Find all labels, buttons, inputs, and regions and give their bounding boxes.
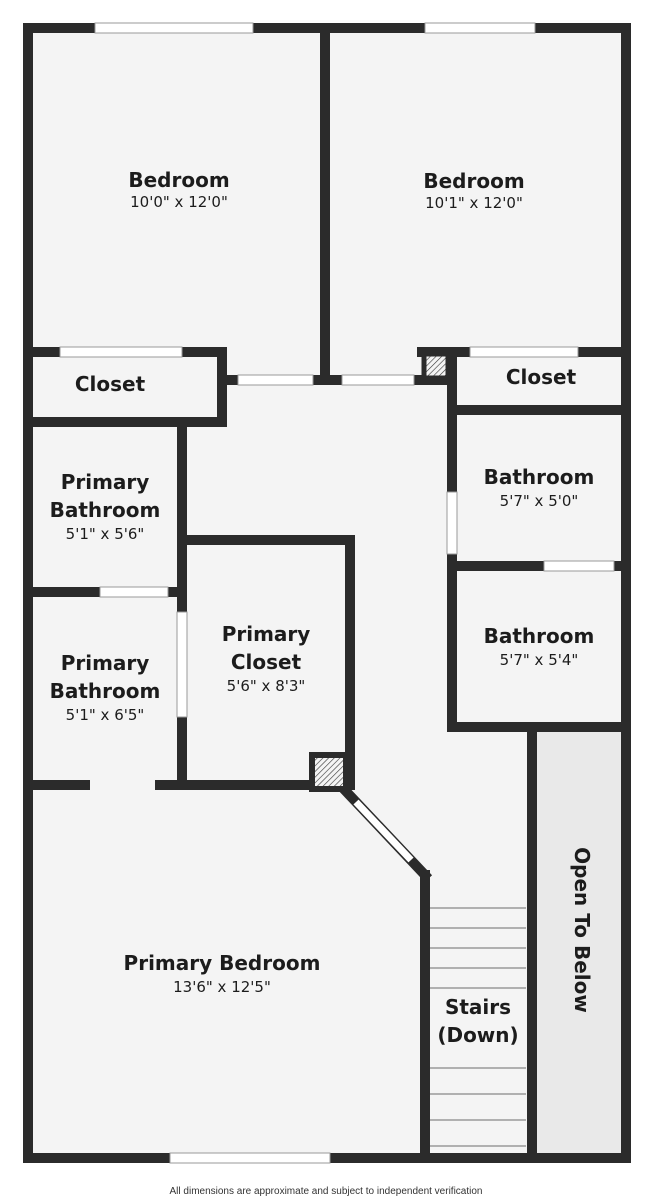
room-name: Closet bbox=[505, 365, 577, 389]
room-name-line1: Primary bbox=[60, 651, 150, 675]
stairs-line2: (Down) bbox=[437, 1023, 519, 1047]
primary-bedroom-label: Primary Bedroom 13'6" x 12'5" bbox=[28, 949, 416, 997]
open-to-below-area bbox=[532, 732, 626, 1158]
hatched-shaft bbox=[421, 351, 451, 381]
disclaimer-footer: All dimensions are approximate and subje… bbox=[169, 1186, 483, 1197]
room-name: Bathroom bbox=[483, 624, 595, 648]
stairs-line1: Stairs bbox=[444, 995, 512, 1019]
room-name-line2: Bathroom bbox=[49, 498, 161, 522]
primary-bath-top-label: Primary Bathroom 5'1" x 5'6" bbox=[28, 468, 182, 544]
stairs-treads bbox=[430, 907, 526, 1147]
closet-right-label: Closet bbox=[456, 363, 626, 391]
room-name-line2: Closet bbox=[230, 650, 302, 674]
room-name: Bedroom bbox=[128, 168, 230, 192]
bathroom-top-label: Bathroom 5'7" x 5'0" bbox=[452, 463, 626, 511]
room-dimensions: 10'1" x 12'0" bbox=[425, 194, 523, 212]
room-dimensions: 10'0" x 12'0" bbox=[130, 193, 228, 211]
room-name: Primary Bedroom bbox=[123, 951, 321, 975]
room-dimensions: 5'1" x 6'5" bbox=[65, 706, 145, 724]
stairs-label: Stairs (Down) bbox=[430, 993, 526, 1049]
bedroom-left-label: Bedroom 10'0" x 12'0" bbox=[28, 166, 330, 212]
room-name-line2: Bathroom bbox=[49, 679, 161, 703]
room-name: Closet bbox=[74, 372, 146, 396]
room-dimensions: 5'7" x 5'4" bbox=[499, 651, 579, 669]
primary-bath-bottom-label: Primary Bathroom 5'1" x 6'5" bbox=[28, 649, 182, 725]
room-dimensions: 5'7" x 5'0" bbox=[499, 492, 579, 510]
room-name: Bedroom bbox=[423, 169, 525, 193]
room-dimensions: 5'6" x 8'3" bbox=[226, 677, 306, 695]
bedroom-right-label: Bedroom 10'1" x 12'0" bbox=[325, 167, 623, 213]
open-to-below-label: Open To Below bbox=[570, 847, 594, 1013]
primary-closet-label: Primary Closet 5'6" x 8'3" bbox=[182, 620, 350, 696]
room-name: Bathroom bbox=[483, 465, 595, 489]
room-name-line1: Primary bbox=[60, 470, 150, 494]
windows bbox=[59, 22, 615, 1164]
bathroom-bottom-label: Bathroom 5'7" x 5'4" bbox=[452, 622, 626, 670]
closet-left-label: Closet bbox=[28, 370, 192, 398]
room-dimensions: 5'1" x 5'6" bbox=[65, 525, 145, 543]
hatched-shaft bbox=[309, 752, 349, 792]
room-name-line1: Primary bbox=[221, 622, 311, 646]
angled-window bbox=[353, 799, 414, 863]
room-dimensions: 13'6" x 12'5" bbox=[173, 978, 271, 996]
